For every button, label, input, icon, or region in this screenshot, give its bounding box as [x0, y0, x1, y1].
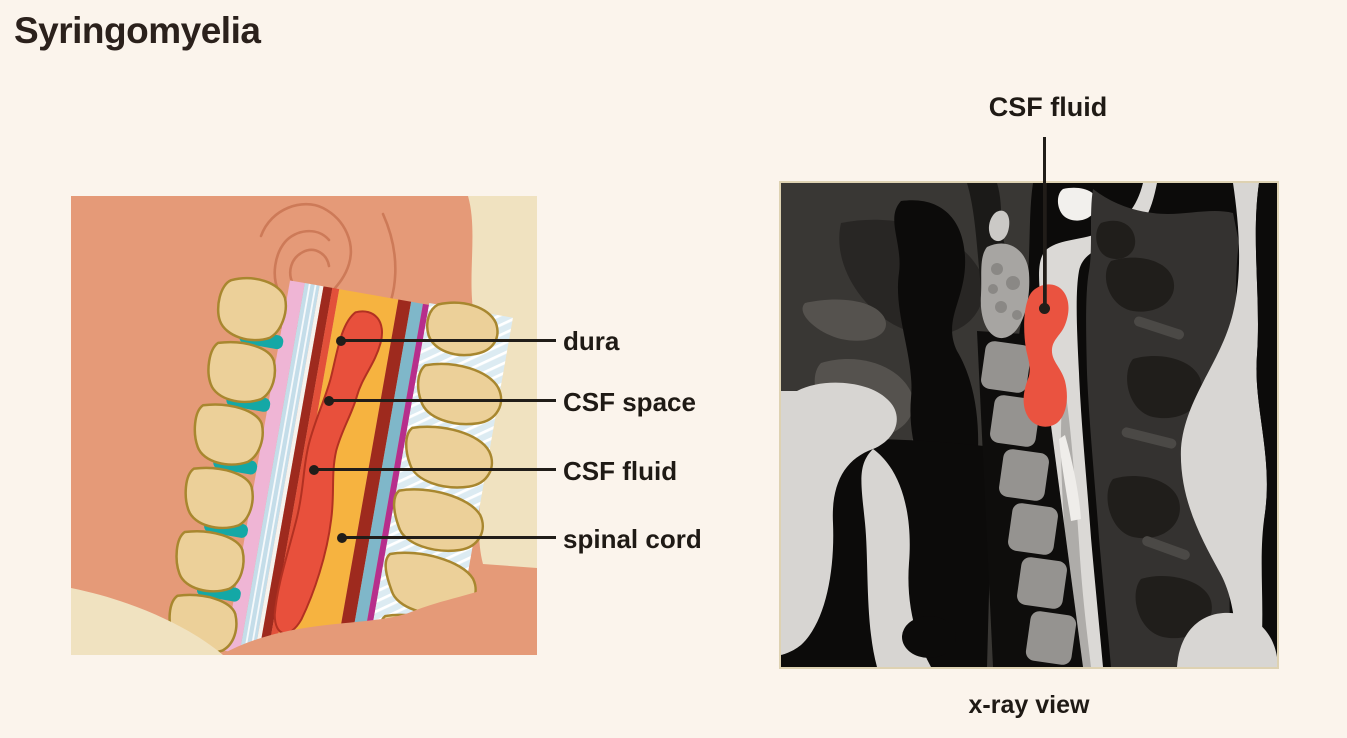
anatomy-svg [71, 196, 537, 655]
canal-bright-patch [1057, 187, 1098, 221]
neck-base-skin [221, 568, 537, 655]
label-spinal-cord: spinal cord [563, 524, 702, 554]
leader-line-csf-space [329, 399, 556, 402]
label-csf-space: CSF space [563, 387, 696, 417]
posterior-tissue-mass [1086, 189, 1239, 667]
anterior-vertebrae [168, 277, 287, 655]
label-dura: dura [563, 326, 620, 356]
leader-dot-dura [336, 336, 346, 346]
xray-panel [779, 181, 1279, 669]
xray-leader-dot [1039, 303, 1050, 314]
chin-tissue [781, 382, 897, 655]
posterior-streaks [1121, 316, 1190, 560]
right-dark-edge [1255, 183, 1277, 667]
label-csf-fluid: CSF fluid [563, 456, 678, 486]
canal-bright-streak [1059, 435, 1081, 521]
xray-caption: x-ray view [968, 691, 1090, 719]
leader-dot-csf-fluid [309, 465, 319, 475]
hyoid-dark-oval [902, 616, 956, 658]
throat-light-band [861, 449, 931, 667]
neck-skin-band [1180, 183, 1267, 667]
page-title: Syringomyelia [14, 10, 261, 51]
dura-layer [333, 299, 412, 655]
xray-leader-line [1043, 137, 1046, 309]
leader-line-csf-fluid [314, 468, 556, 471]
odontoid-texture [988, 263, 1022, 320]
bottom-right-tissue [1177, 612, 1277, 667]
csf-highlight-blob [1023, 284, 1069, 427]
leader-line-spinal-cord [342, 536, 556, 539]
skull-base-curl [988, 210, 1010, 242]
xray-svg [781, 183, 1277, 667]
xray-label-csf-fluid: CSF fluid [988, 92, 1108, 122]
leader-dot-spinal-cord [337, 533, 347, 543]
posterior-texture [1096, 220, 1212, 639]
leader-line-dura [341, 339, 556, 342]
leader-dot-csf-space [324, 396, 334, 406]
anatomy-illustration [71, 196, 537, 655]
background-skin-wedge [71, 588, 223, 655]
csf-space-layer [345, 301, 423, 655]
syrinx-shape [273, 310, 383, 635]
